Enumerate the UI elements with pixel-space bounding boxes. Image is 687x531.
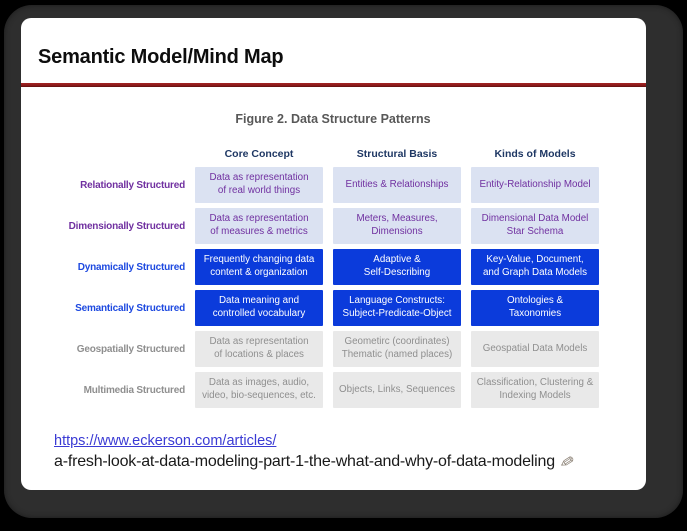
header-spacer [27,142,185,162]
figure-caption: Figure 2. Data Structure Patterns [235,112,431,126]
table-cell: Geometirc (coordinates) Thematic (named … [333,331,461,367]
table-cell: Data as representation of real world thi… [195,167,323,203]
table-cell: Data as representation of measures & met… [195,208,323,244]
row-label-geospatially-structured: Geospatially Structured [76,343,185,355]
source-citation: https://www.eckerson.com/articles/ a-fre… [54,432,576,473]
row-label-semantically-structured: Semantically Structured [75,302,185,314]
column-header-core-concept: Core Concept [224,148,294,160]
table-cell: Data as representation of locations & pl… [195,331,323,367]
source-url-link[interactable]: https://www.eckerson.com/articles/ [54,433,277,449]
row-label-relationally-structured: Relationally Structured [80,179,185,191]
table-cell: Geospatial Data Models [471,331,599,367]
column-header-kinds-of-models: Kinds of Models [494,148,576,160]
table-cell-highlighted: Data meaning and controlled vocabulary [195,290,323,326]
table-cell-highlighted: Language Constructs: Subject-Predicate-O… [333,290,461,326]
table-cell: Entity-Relationship Model [471,167,599,203]
slide: Semantic Model/Mind Map Figure 2. Data S… [21,18,646,490]
article-path-text: a-fresh-look-at-data-modeling-part-1-the… [54,453,555,470]
page-title: Semantic Model/Mind Map [38,46,284,68]
table-cell: Dimensional Data Model Star Schema [471,208,599,244]
table-cell: Data as images, audio, video, bio-sequen… [195,372,323,408]
quill-pen-icon: ✎ [558,451,576,473]
table-cell-highlighted: Adaptive & Self-Describing [333,249,461,285]
data-structure-patterns-table: Core Concept Structural Basis Kinds of M… [27,142,599,408]
column-header-structural-basis: Structural Basis [356,148,438,160]
table-cell: Classification, Clustering & Indexing Mo… [471,372,599,408]
table-cell-highlighted: Ontologies & Taxonomies [471,290,599,326]
table-cell: Objects, Links, Sequences [333,372,461,408]
row-label-multimedia-structured: Multimedia Structured [83,384,186,396]
table-cell: Entities & Relationships [333,167,461,203]
row-label-dynamically-structured: Dynamically Structured [77,261,186,273]
table-cell: Meters, Measures, Dimensions [333,208,461,244]
table-cell-highlighted: Frequently changing data content & organ… [195,249,323,285]
red-divider [21,83,646,87]
row-label-dimensionally-structured: Dimensionally Structured [68,220,186,232]
table-cell-highlighted: Key-Value, Document, and Graph Data Mode… [471,249,599,285]
